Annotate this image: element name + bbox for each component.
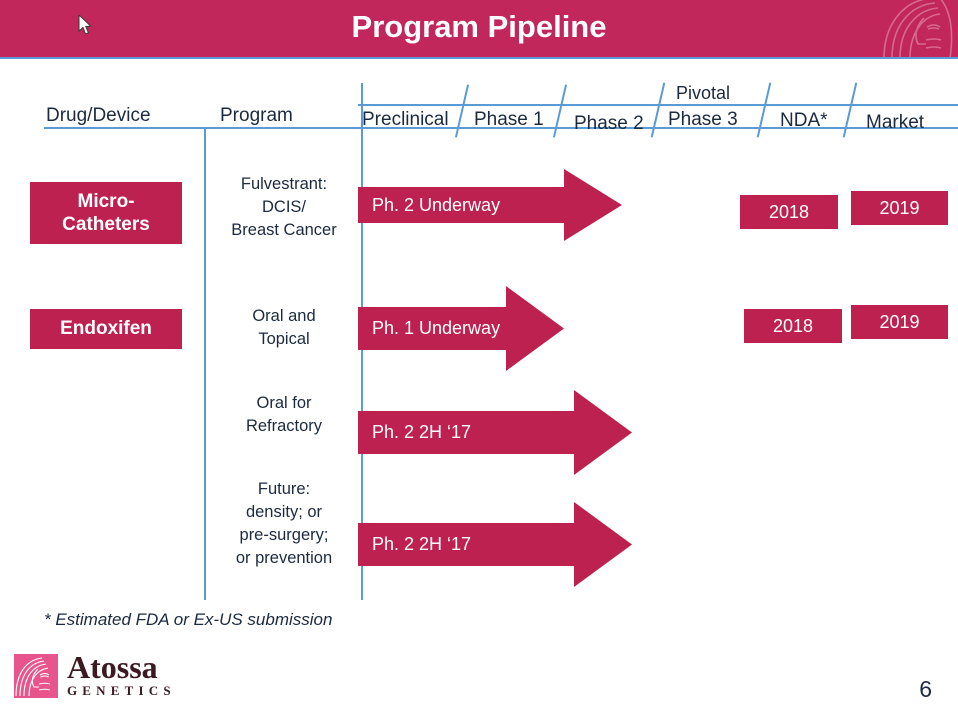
column-header-drug-device: Drug/Device [46, 105, 151, 126]
phase-divider-diagonal [650, 82, 666, 138]
phase-arrow-row-3[interactable]: Ph. 2 2H ‘17 [358, 390, 632, 475]
arrow-shape [358, 169, 622, 241]
atossa-face-logo-icon [883, 0, 953, 57]
column-header-pivotal: Pivotal [676, 83, 731, 103]
program-text-row-1: Fulvestrant: DCIS/ Breast Cancer [231, 175, 337, 240]
arrow-shape [358, 390, 632, 475]
nda-year-row-2[interactable]: 2018 [744, 309, 842, 343]
brand-wordmark: Atossa GENETICS [67, 649, 176, 699]
program-text-row-4: Future: density; or pre-surgery; or prev… [235, 480, 333, 568]
market-year-row-1[interactable]: 2019 [851, 191, 948, 225]
header-rule-main [44, 127, 958, 129]
page-title: Program Pipeline [351, 9, 607, 44]
atossa-genetics-logo: Atossa GENETICS [14, 649, 176, 699]
column-header-phase-2: Phase 2 [574, 113, 644, 134]
phase-arrow-row-4[interactable]: Ph. 2 2H ‘17 [358, 502, 632, 587]
pipeline-table: Drug/Device Program Preclinical Phase 1 … [0, 57, 958, 709]
drug-box-micro-catheters[interactable]: Micro- Catheters [30, 182, 182, 244]
program-text-row-3: Oral for Refractory [245, 394, 323, 436]
phase-divider-diagonal [552, 84, 568, 138]
column-header-market: Market [866, 112, 925, 133]
mouse-cursor-icon [78, 15, 92, 35]
arrow-shape [358, 286, 564, 371]
brand-name: Atossa [67, 649, 158, 685]
phase-divider-diagonal [756, 82, 772, 138]
footnote: * Estimated FDA or Ex-US submission [44, 610, 333, 629]
program-text-row-2: Oral and Topical [252, 307, 316, 349]
market-year-row-2[interactable]: 2019 [851, 305, 948, 339]
column-header-preclinical: Preclinical [362, 109, 449, 130]
phase-arrow-row-2[interactable]: Ph. 1 Underway [358, 286, 564, 371]
nda-year-row-1[interactable]: 2018 [740, 195, 838, 229]
arrow-shape [358, 502, 632, 587]
slide-title-bar: Program Pipeline [0, 0, 958, 57]
column-header-nda: NDA* [780, 110, 828, 131]
phase-divider-diagonal [842, 82, 858, 138]
column-header-phase-1: Phase 1 [474, 109, 544, 130]
divider-drug-program [204, 127, 206, 600]
column-header-program: Program [220, 105, 293, 126]
phase-divider-diagonal [454, 84, 470, 138]
title-underline [0, 57, 958, 59]
page-number: 6 [919, 676, 932, 702]
column-header-phase-3: Phase 3 [668, 109, 738, 130]
brand-subtitle: GENETICS [67, 683, 176, 699]
drug-box-endoxifen[interactable]: Endoxifen [30, 309, 182, 349]
atossa-face-mark-icon [14, 653, 58, 698]
phase-arrow-row-1[interactable]: Ph. 2 Underway [358, 169, 622, 241]
